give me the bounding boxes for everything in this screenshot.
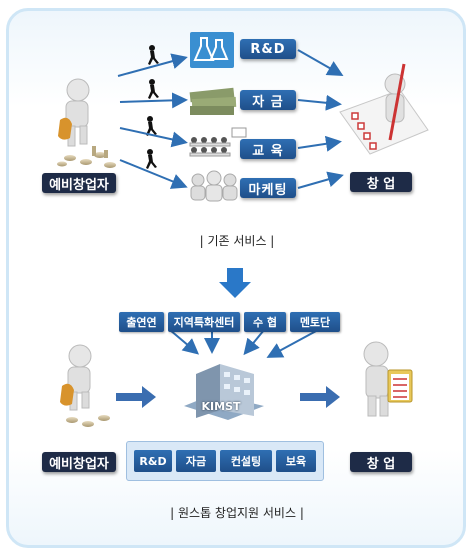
clipboard-figure-icon — [363, 341, 413, 417]
founder-to-service-arrows — [117, 53, 188, 189]
founder-figure-icon — [58, 78, 90, 147]
org-box-4: 멘토단 — [290, 312, 340, 332]
tray-item-funding: 자금 — [176, 450, 216, 472]
service-to-goal-arrows — [297, 49, 344, 189]
flow-arrows-bottom — [116, 386, 340, 408]
caption-onestop-service: | 원스톱 창업지원 서비스 | — [170, 506, 304, 520]
goal-label-top: 창 업 — [350, 172, 412, 192]
checklist-figure-icon — [339, 63, 429, 155]
center-label: KIMST — [201, 400, 241, 413]
kimst-building-icon — [184, 364, 264, 420]
coins-icon — [57, 146, 116, 168]
goal-label-bottom: 창 업 — [350, 452, 412, 472]
classroom-icon — [189, 127, 247, 157]
service-label-rnd: R&D — [240, 39, 296, 59]
walker-icons — [146, 45, 159, 169]
service-label-funding: 자 금 — [240, 90, 296, 110]
service-label-marketing: 마케팅 — [240, 178, 296, 198]
org-box-1: 출연연 — [119, 312, 164, 332]
founder-label-bottom: 예비창업자 — [42, 452, 116, 472]
flask-icon — [190, 32, 234, 68]
down-arrow-icon — [219, 268, 251, 298]
tray-item-incubation: 보육 — [276, 450, 316, 472]
caption-existing-service: | 기존 서비스 | — [199, 234, 275, 248]
org-to-center-arrows — [169, 329, 319, 358]
people-icon — [190, 170, 238, 202]
tray-item-rnd: R&D — [134, 450, 172, 472]
founder-figure-icon-bottom — [60, 344, 110, 427]
service-label-education: 교 육 — [240, 139, 296, 159]
org-box-3: 수 협 — [244, 312, 286, 332]
founder-label-top: 예비창업자 — [42, 173, 116, 193]
tray-item-consulting: 컨설팅 — [220, 450, 272, 472]
org-box-2: 지역특화센터 — [168, 312, 240, 332]
money-icon — [189, 87, 237, 115]
